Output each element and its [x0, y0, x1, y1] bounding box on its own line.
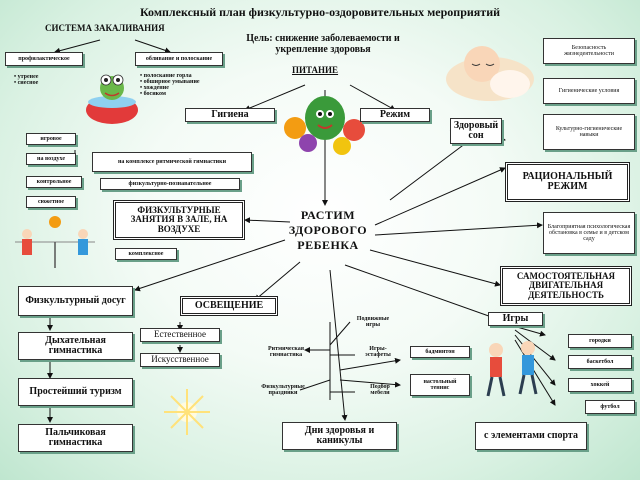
rhythmic-gym-label: Ритмическая гимнастика [267, 346, 304, 359]
center-slogan: РАСТИМ ЗДОРОВОГО РЕБЕНКА [288, 208, 368, 252]
artificial-light-box: Искусственное [140, 353, 220, 367]
preventive-hardening: профилактическое [5, 52, 83, 66]
sport-item-football: футбол [585, 400, 635, 414]
left-item-outdoor: на воздухе [26, 153, 76, 165]
safety-box: Безопасность жизнедеятельности [543, 38, 635, 64]
games-box: Игры [488, 312, 543, 326]
badminton-box: бадминтон [410, 346, 470, 358]
fruits-icon [284, 96, 365, 155]
sport-leisure-box: Физкультурный досуг [18, 286, 133, 316]
left-item-control: контрольное [26, 176, 82, 188]
preventive-list: утренее сиесное [14, 74, 39, 86]
sleeping-baby-icon [446, 46, 534, 101]
kids-playing-icon [486, 341, 538, 397]
furniture-label: Подбор мебели [370, 384, 390, 397]
table-tennis-box: настольный теннис [410, 374, 470, 396]
goal-text: Цель: снижение заболеваемости и укреплен… [246, 33, 400, 55]
hardening-header: СИСТЕМА ЗАКАЛИВАНИЯ [45, 23, 165, 33]
hygiene-skills-box: Культурно-гигиенические навыки [543, 114, 635, 150]
tourism-box: Простейший туризм [18, 378, 133, 406]
lighting-box: ОСВЕЩЕНИЕ [180, 296, 278, 316]
breathing-gym-box: Дыхательная гимнастика [18, 332, 133, 360]
rhythmic-complex-box: на комплексе ритмической гимнастики [92, 152, 252, 172]
sport-item-gorodki: городки [568, 334, 632, 348]
health-days-box: Дни здоровья и каникулы [282, 422, 397, 450]
rinse-list: полоскание горла обширное умывание хожде… [140, 73, 200, 97]
page-title: Комплексный план физкультурно-оздоровите… [139, 5, 501, 19]
pe-classes-box: ФИЗКУЛЬТУРНЫЕ ЗАНЯТИЯ В ЗАЛЕ, НА ВОЗДУХЕ [113, 200, 245, 240]
complex-box: комплексное [115, 248, 177, 260]
fitness-health-box: физкультурно-познавательное [100, 178, 240, 190]
independent-activity-box: САМОСТОЯТЕЛЬНАЯ ДВИГАТЕЛЬНАЯ ДЕЯТЕЛЬНОСТ… [500, 266, 632, 306]
list-item: полоскание горла [140, 73, 200, 79]
left-item-plot: сюжетное [26, 196, 76, 208]
list-item: босиком [140, 91, 200, 97]
sport-item-hockey: хоккей [568, 378, 632, 392]
hygiene-box: Гигиена [185, 108, 275, 122]
finger-gym-box: Пальчиковая гимнастика [18, 424, 133, 452]
rinse-hardening: обливание и полоскание [135, 52, 223, 66]
sport-elements-box: с элементами спорта [475, 422, 587, 450]
sport-holidays-label: Физкультурные праздники [261, 384, 305, 397]
sport-item-basketball: баскетбол [568, 355, 632, 369]
nutrition-label: ПИТАНИЕ [292, 65, 339, 75]
regime-box: Режим [360, 108, 430, 122]
frog-bowl-icon [86, 74, 138, 124]
sparkle-icon [164, 389, 210, 435]
left-item-game: игровое [26, 133, 76, 145]
list-item: сиесное [14, 80, 39, 86]
list-item: обширное умывание [140, 79, 200, 85]
list-item: утренее [14, 74, 39, 80]
relay-games-label: Игры-эстафеты [365, 346, 391, 359]
mobile-games-label: Подвижные игры [356, 316, 390, 329]
hygiene-conditions-box: Гигиенические условия [543, 78, 635, 104]
favorable-atmosphere-box: Благоприятная психологическая обстановка… [543, 212, 635, 254]
healthy-sleep-box: Здоровый сон [450, 118, 502, 144]
rational-regime-box: РАЦИОНАЛЬНЫЙ РЕЖИМ [505, 162, 630, 202]
list-item: хождение [140, 85, 200, 91]
kids-volleyball-icon [15, 216, 95, 268]
natural-light-box: Естественное [140, 328, 220, 342]
